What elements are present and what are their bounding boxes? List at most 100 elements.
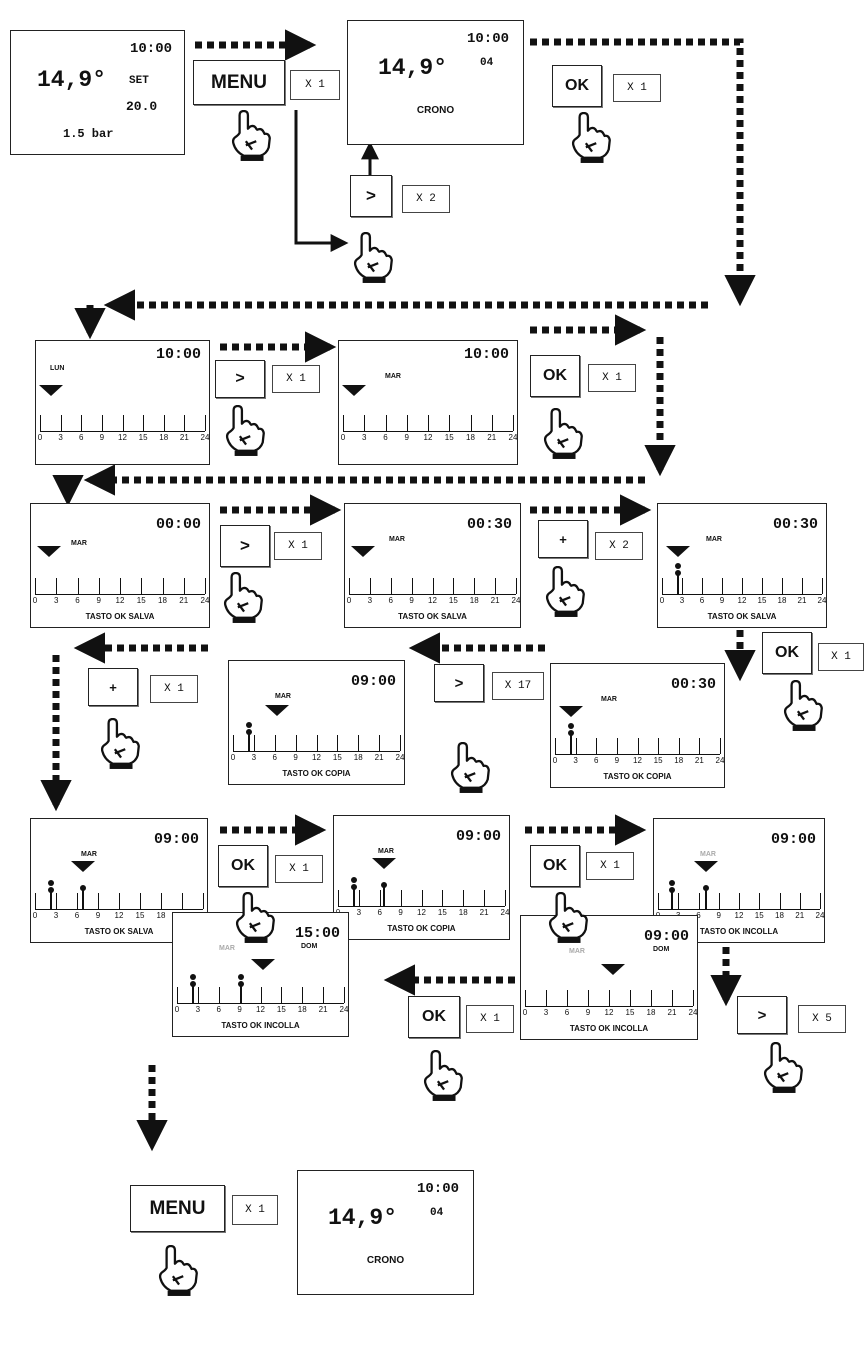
press-count: X 1 [586,852,634,880]
scale-label: 6 [564,1008,570,1017]
scale-tick [40,415,41,431]
scale-label: 3 [356,908,362,917]
scale-label: 0 [32,596,38,605]
scale-label: 12 [734,911,744,920]
scale-label: 9 [716,911,721,920]
scale-label: 15 [138,433,148,442]
scale-tick [442,890,444,906]
clock-time: 10:00 [155,346,201,363]
menu-button[interactable]: MENU [130,1185,225,1232]
clock-time: 00:30 [772,516,818,533]
scale-axis [555,754,720,755]
plus-button[interactable]: + [88,668,138,706]
program-marker [246,722,252,728]
scale-tick [98,578,100,594]
scale-axis [40,431,205,432]
scale-tick [161,893,162,909]
scale-label: 15 [136,596,146,605]
scale-tick [658,738,660,754]
scale-tick [390,578,392,594]
menu-button[interactable]: MENU [193,60,285,105]
next-button[interactable]: > [215,360,265,398]
cursor-marker [71,861,95,872]
scale-tick [567,990,568,1006]
ok-button[interactable]: OK [530,355,580,397]
scale-tick [678,738,680,754]
program-marker [669,880,675,886]
ok-button[interactable]: OK [218,845,268,887]
scale-tick [525,990,526,1006]
cursor-marker [351,546,375,557]
scale-label: 21 [179,596,189,605]
set-value: 20.0 [126,99,158,114]
scale-label: 6 [377,908,382,917]
day-label: LUN [50,365,65,372]
day-label-target: DOM [653,946,670,953]
next-button[interactable]: > [434,664,484,702]
program-marker [568,723,574,729]
scale-tick [140,893,141,909]
scale-label: 6 [388,596,393,605]
scale-label: 6 [594,756,599,765]
scale-tick [428,415,429,431]
scale-label: 15 [276,1005,286,1014]
scale-tick [491,415,493,431]
day-label: MAR [81,851,97,858]
scale-tick [470,415,472,431]
hint-text: TASTO OK COPIA [387,924,456,933]
scale-tick [253,735,255,751]
scale-label: 0 [552,756,558,765]
day-label: MAR [385,373,401,380]
mode-label: CRONO [366,1255,405,1266]
press-count: X 1 [272,365,320,393]
day-label: MAR [569,948,585,955]
scale-label: 24 [715,756,725,765]
scale-label: 15 [135,911,145,920]
ok-button[interactable]: OK [530,845,580,887]
scale-tick [702,578,703,594]
next-button[interactable]: > [350,175,392,217]
ok-button[interactable]: OK [408,996,460,1038]
cursor-marker [342,385,366,396]
scale-label: 24 [395,753,405,762]
scale-label: 3 [543,1008,549,1017]
next-button[interactable]: > [220,525,270,567]
scale-label: 24 [817,596,827,605]
room-temperature: 14,9° [378,55,448,81]
scale-tick [163,415,165,431]
scale-tick [658,893,659,909]
scale-axis [658,909,820,910]
scale-tick [421,890,423,906]
press-count: X 5 [798,1005,846,1033]
scale-tick [344,987,345,1003]
scale-tick [820,893,821,909]
next-button[interactable]: > [737,996,787,1034]
scale-label: 6 [696,911,701,920]
pointing-hand-icon [158,1245,198,1296]
day-label: MAR [389,536,405,543]
program-marker [48,880,54,886]
display-crono: 10:00 14,9° 04 CRONO [347,20,524,145]
program-number: 04 [480,57,494,69]
program-pin [383,885,385,906]
press-count: X 1 [150,675,198,703]
clock-time: 00:30 [670,676,716,693]
plus-button[interactable]: + [538,520,588,558]
ok-button[interactable]: OK [552,65,602,107]
press-count: X 1 [588,364,636,392]
program-marker [238,974,244,980]
ok-button[interactable]: OK [762,632,812,674]
clock-time: 00:30 [466,516,512,533]
pressure-value: 1.5 bar [63,127,114,141]
scale-tick [555,738,556,754]
clock-time: 09:00 [455,828,501,845]
scale-axis [35,909,203,910]
scale-label: 12 [118,433,127,442]
scale-label: 12 [604,1008,614,1017]
program-pin [705,888,707,909]
